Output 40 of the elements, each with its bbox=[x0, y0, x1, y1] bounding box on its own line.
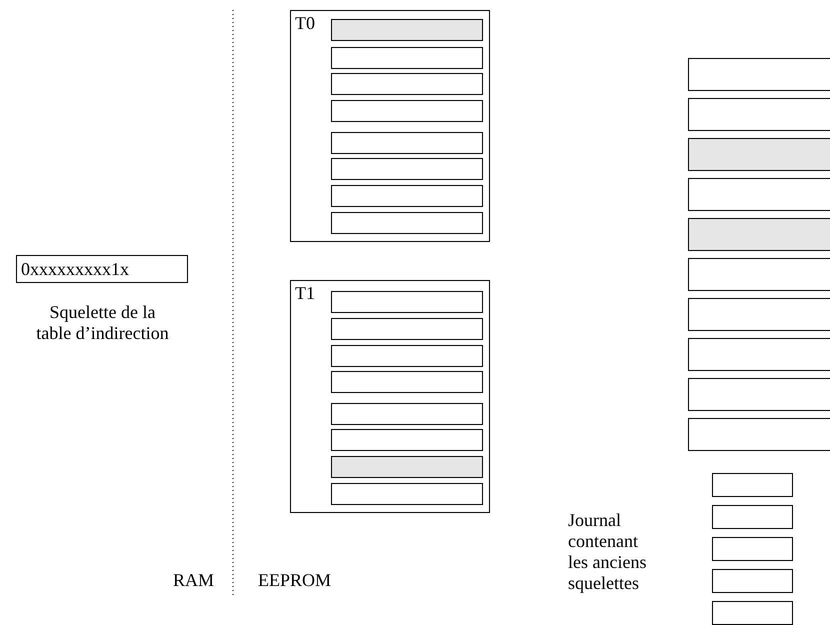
memory-slot bbox=[331, 185, 483, 207]
memory-slot bbox=[331, 483, 483, 505]
memory-table-box bbox=[290, 280, 490, 513]
value-box: 0xxxxxxxxx1x bbox=[16, 255, 188, 283]
memory-slot bbox=[688, 418, 830, 451]
memory-slot bbox=[331, 456, 483, 478]
memory-slot bbox=[331, 47, 483, 69]
memory-slot bbox=[688, 298, 830, 331]
memory-label: EEPROM bbox=[258, 570, 332, 591]
memory-slot bbox=[712, 537, 793, 561]
memory-slot bbox=[331, 132, 483, 154]
memory-slot bbox=[712, 473, 793, 497]
memory-slot bbox=[688, 98, 830, 131]
memory-slot bbox=[331, 371, 483, 393]
memory-slot bbox=[712, 601, 793, 625]
memory-slot bbox=[688, 338, 830, 371]
table-label: T1 bbox=[295, 283, 315, 304]
memory-slot bbox=[712, 505, 793, 529]
memory-slot bbox=[688, 138, 830, 171]
memory-slot bbox=[331, 403, 483, 425]
memory-slot bbox=[331, 429, 483, 451]
table-label: T0 bbox=[295, 13, 315, 34]
memory-slot bbox=[688, 178, 830, 211]
memory-label: RAM bbox=[173, 570, 214, 591]
memory-slot bbox=[331, 158, 483, 180]
memory-slot bbox=[331, 19, 483, 41]
memory-slot bbox=[688, 258, 830, 291]
memory-slot bbox=[331, 212, 483, 234]
memory-label: Journal contenant les anciens squelettes bbox=[568, 510, 648, 594]
memory-slot bbox=[688, 218, 830, 251]
memory-table-box bbox=[290, 10, 490, 242]
memory-slot bbox=[331, 73, 483, 95]
memory-slot bbox=[712, 569, 793, 593]
memory-slot bbox=[331, 100, 483, 122]
memory-slot bbox=[331, 291, 483, 313]
memory-slot bbox=[688, 378, 830, 411]
memory-slot bbox=[331, 345, 483, 367]
memory-slot bbox=[331, 318, 483, 340]
memory-slot bbox=[688, 58, 830, 91]
node-label: Squelette de la table d’indirection bbox=[35, 302, 170, 344]
